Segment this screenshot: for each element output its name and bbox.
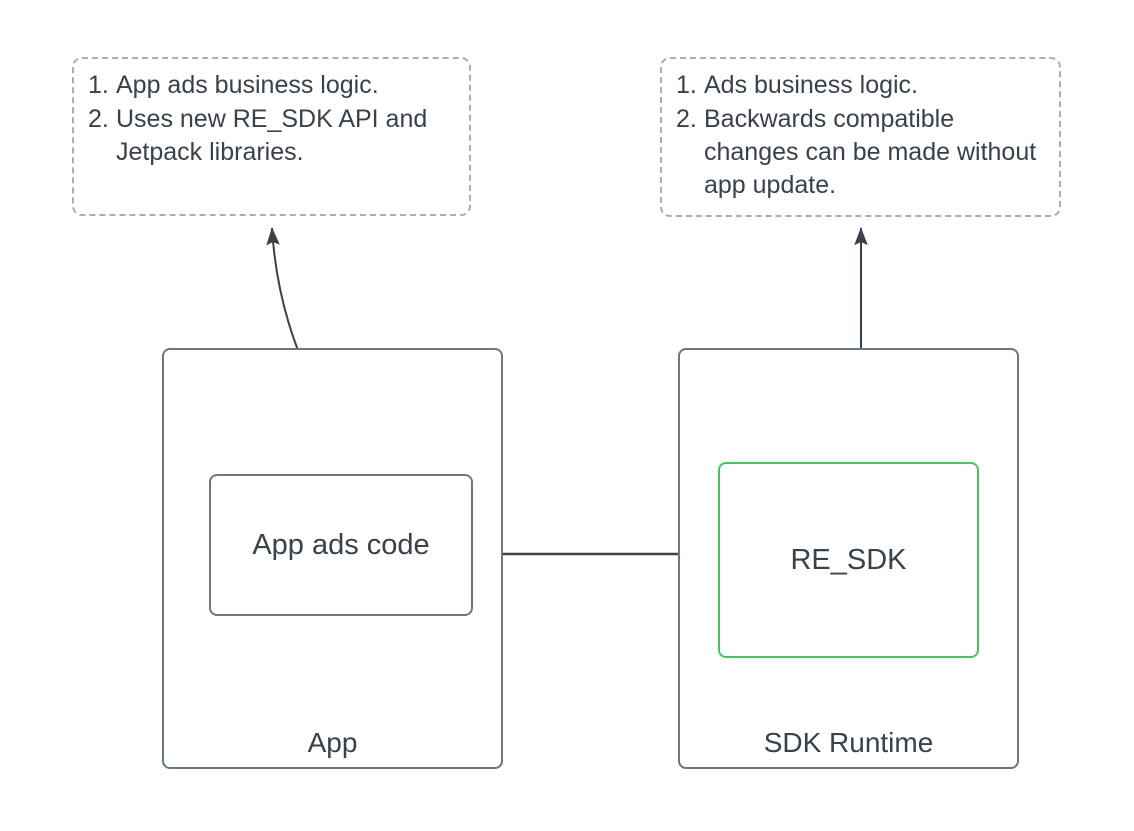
container-sdk-runtime-label: SDK Runtime bbox=[763, 727, 934, 759]
node-re-sdk: RE_SDK bbox=[718, 462, 979, 658]
note-sdk-ads-list: 1. Ads business logic. 2. Backwards comp… bbox=[676, 69, 1047, 202]
node-re-sdk-label: RE_SDK bbox=[790, 543, 907, 576]
list-item-number: 1. bbox=[676, 71, 697, 99]
list-item-number: 2. bbox=[88, 105, 109, 133]
list-item-text: Uses new RE_SDK API and Jetpack librarie… bbox=[116, 105, 435, 166]
list-item: 2. Backwards compatible changes can be m… bbox=[676, 103, 1047, 202]
list-item-text: Ads business logic. bbox=[704, 71, 919, 99]
list-item-text: App ads business logic. bbox=[116, 71, 379, 99]
note-app-ads: 1. App ads business logic. 2. Uses new R… bbox=[72, 57, 471, 216]
list-item-number: 2. bbox=[676, 105, 697, 133]
note-sdk-ads: 1. Ads business logic. 2. Backwards comp… bbox=[660, 57, 1061, 217]
list-item: 2. Uses new RE_SDK API and Jetpack libra… bbox=[88, 103, 457, 169]
list-item: 1. Ads business logic. bbox=[676, 69, 1047, 102]
node-app-ads-code: App ads code bbox=[209, 474, 473, 616]
container-app-label: App bbox=[307, 727, 358, 759]
list-item-text: Backwards compatible changes can be made… bbox=[704, 105, 1044, 199]
list-item: 1. App ads business logic. bbox=[88, 69, 457, 102]
list-item-number: 1. bbox=[88, 71, 109, 99]
node-app-ads-code-label: App ads code bbox=[252, 528, 430, 561]
note-app-ads-list: 1. App ads business logic. 2. Uses new R… bbox=[88, 69, 457, 169]
